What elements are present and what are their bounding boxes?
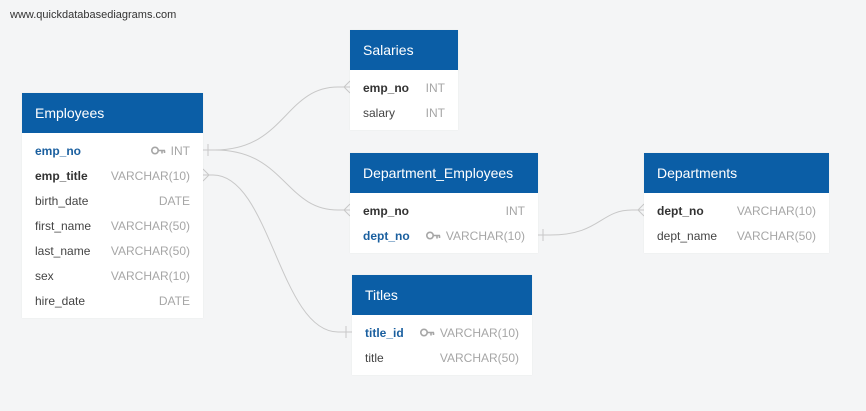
field-emp-no[interactable]: emp_no INT [22, 139, 203, 164]
field-type: VARCHAR(10) [110, 269, 190, 283]
table-title: Department_Employees [350, 153, 538, 193]
field-dept-no[interactable]: dept_no VARCHAR(10) [644, 199, 829, 224]
field-name: salary [363, 106, 396, 120]
field-name: hire_date [35, 294, 86, 308]
field-type-label: VARCHAR(10) [439, 326, 519, 340]
field-type: INT [505, 204, 525, 218]
field-type: INT [425, 81, 445, 95]
key-icon [419, 328, 435, 337]
field-type: DATE [158, 194, 190, 208]
field-name: emp_no [363, 81, 410, 95]
field-type: VARCHAR(50) [110, 244, 190, 258]
key-icon [425, 231, 441, 240]
field-type: DATE [158, 294, 190, 308]
table-title: Salaries [350, 30, 458, 70]
table-title: Departments [644, 153, 829, 193]
table-titles[interactable]: Titles title_id VARCHAR(10) title VARCHA… [352, 275, 532, 375]
field-hire-date[interactable]: hire_date DATE [22, 289, 203, 314]
field-type-label: INT [170, 144, 190, 158]
field-name: emp_no [35, 144, 82, 158]
many-marker [202, 168, 210, 182]
site-watermark: www.quickdatabasediagrams.com [10, 9, 177, 21]
field-emp-no[interactable]: emp_no INT [350, 199, 538, 224]
field-type: VARCHAR(10) [419, 321, 519, 346]
table-department-employees[interactable]: Department_Employees emp_no INT dept_no … [350, 153, 538, 253]
field-dept-name[interactable]: dept_name VARCHAR(50) [644, 224, 829, 249]
table-departments[interactable]: Departments dept_no VARCHAR(10) dept_nam… [644, 153, 829, 253]
table-title: Titles [352, 275, 532, 315]
key-icon [150, 146, 165, 155]
connector-department-employees-departments [538, 209, 644, 236]
field-last-name[interactable]: last_name VARCHAR(50) [22, 239, 203, 264]
connector-employees-titles [203, 174, 352, 333]
field-name: birth_date [35, 194, 89, 208]
field-name: title_id [365, 326, 404, 340]
field-type: VARCHAR(50) [736, 229, 816, 243]
field-name: first_name [35, 219, 92, 233]
connector-employees-salaries [203, 86, 350, 151]
field-name: dept_name [657, 229, 718, 243]
field-title[interactable]: title VARCHAR(50) [352, 346, 532, 371]
field-dept-no[interactable]: dept_no VARCHAR(10) [350, 224, 538, 249]
table-salaries[interactable]: Salaries emp_no INT salary INT [350, 30, 458, 130]
field-type-label: VARCHAR(10) [445, 229, 525, 243]
field-type: VARCHAR(50) [439, 351, 519, 365]
field-salary[interactable]: salary INT [350, 101, 458, 126]
connector-employees-department-employees [214, 149, 350, 211]
table-employees[interactable]: Employees emp_no INT emp_title VARCHAR(1… [22, 93, 203, 318]
field-emp-title[interactable]: emp_title VARCHAR(10) [22, 164, 203, 189]
field-type: VARCHAR(50) [110, 219, 190, 233]
field-name: sex [35, 269, 54, 283]
field-type: VARCHAR(10) [736, 204, 816, 218]
table-title: Employees [22, 93, 203, 133]
field-name: dept_no [363, 229, 410, 243]
field-title-id[interactable]: title_id VARCHAR(10) [352, 321, 532, 346]
field-type: INT [150, 139, 190, 164]
field-type: INT [425, 106, 445, 120]
field-birth-date[interactable]: birth_date DATE [22, 189, 203, 214]
field-name: emp_no [363, 204, 410, 218]
field-name: dept_no [657, 204, 704, 218]
field-first-name[interactable]: first_name VARCHAR(50) [22, 214, 203, 239]
field-name: last_name [35, 244, 91, 258]
field-type: VARCHAR(10) [110, 169, 190, 183]
field-emp-no[interactable]: emp_no INT [350, 76, 458, 101]
field-name: title [365, 351, 384, 365]
field-name: emp_title [35, 169, 88, 183]
field-sex[interactable]: sex VARCHAR(10) [22, 264, 203, 289]
field-type: VARCHAR(10) [425, 224, 525, 249]
